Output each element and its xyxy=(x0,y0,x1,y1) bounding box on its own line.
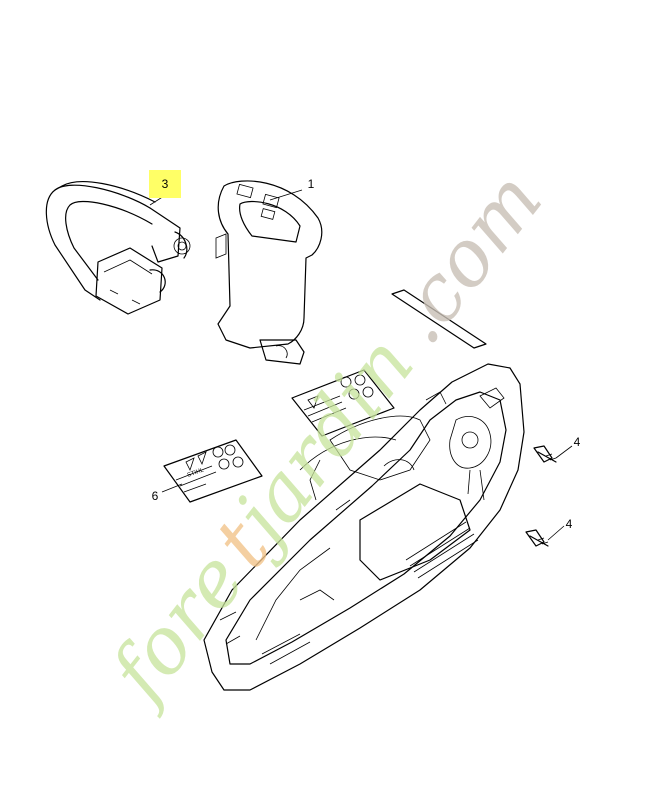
housing-sticker-drawing xyxy=(291,289,487,437)
housing-drawing xyxy=(203,363,525,691)
watermark: fore t jardin .com xyxy=(91,156,560,721)
sticker-brand-text: STIHL xyxy=(187,467,206,479)
part-4-number-lower[interactable]: 4 xyxy=(566,517,573,531)
warning-label-drawing: STIHL xyxy=(163,439,263,503)
screw-lower-drawing xyxy=(525,529,549,547)
part-3-highlight xyxy=(149,170,181,198)
part-3-number[interactable]: 3 xyxy=(162,177,169,191)
part-4-number-upper[interactable]: 4 xyxy=(574,435,581,449)
part-1-number[interactable]: 1 xyxy=(308,177,315,191)
hand-guard-drawing xyxy=(215,180,323,365)
part-labels: 3 1 4 4 6 xyxy=(149,170,581,531)
part-6-number[interactable]: 6 xyxy=(152,489,159,503)
front-handle-drawing xyxy=(45,181,191,315)
screw-upper-drawing xyxy=(533,445,557,463)
watermark-green: fore xyxy=(91,536,263,721)
watermark-gray: .com xyxy=(372,156,560,361)
